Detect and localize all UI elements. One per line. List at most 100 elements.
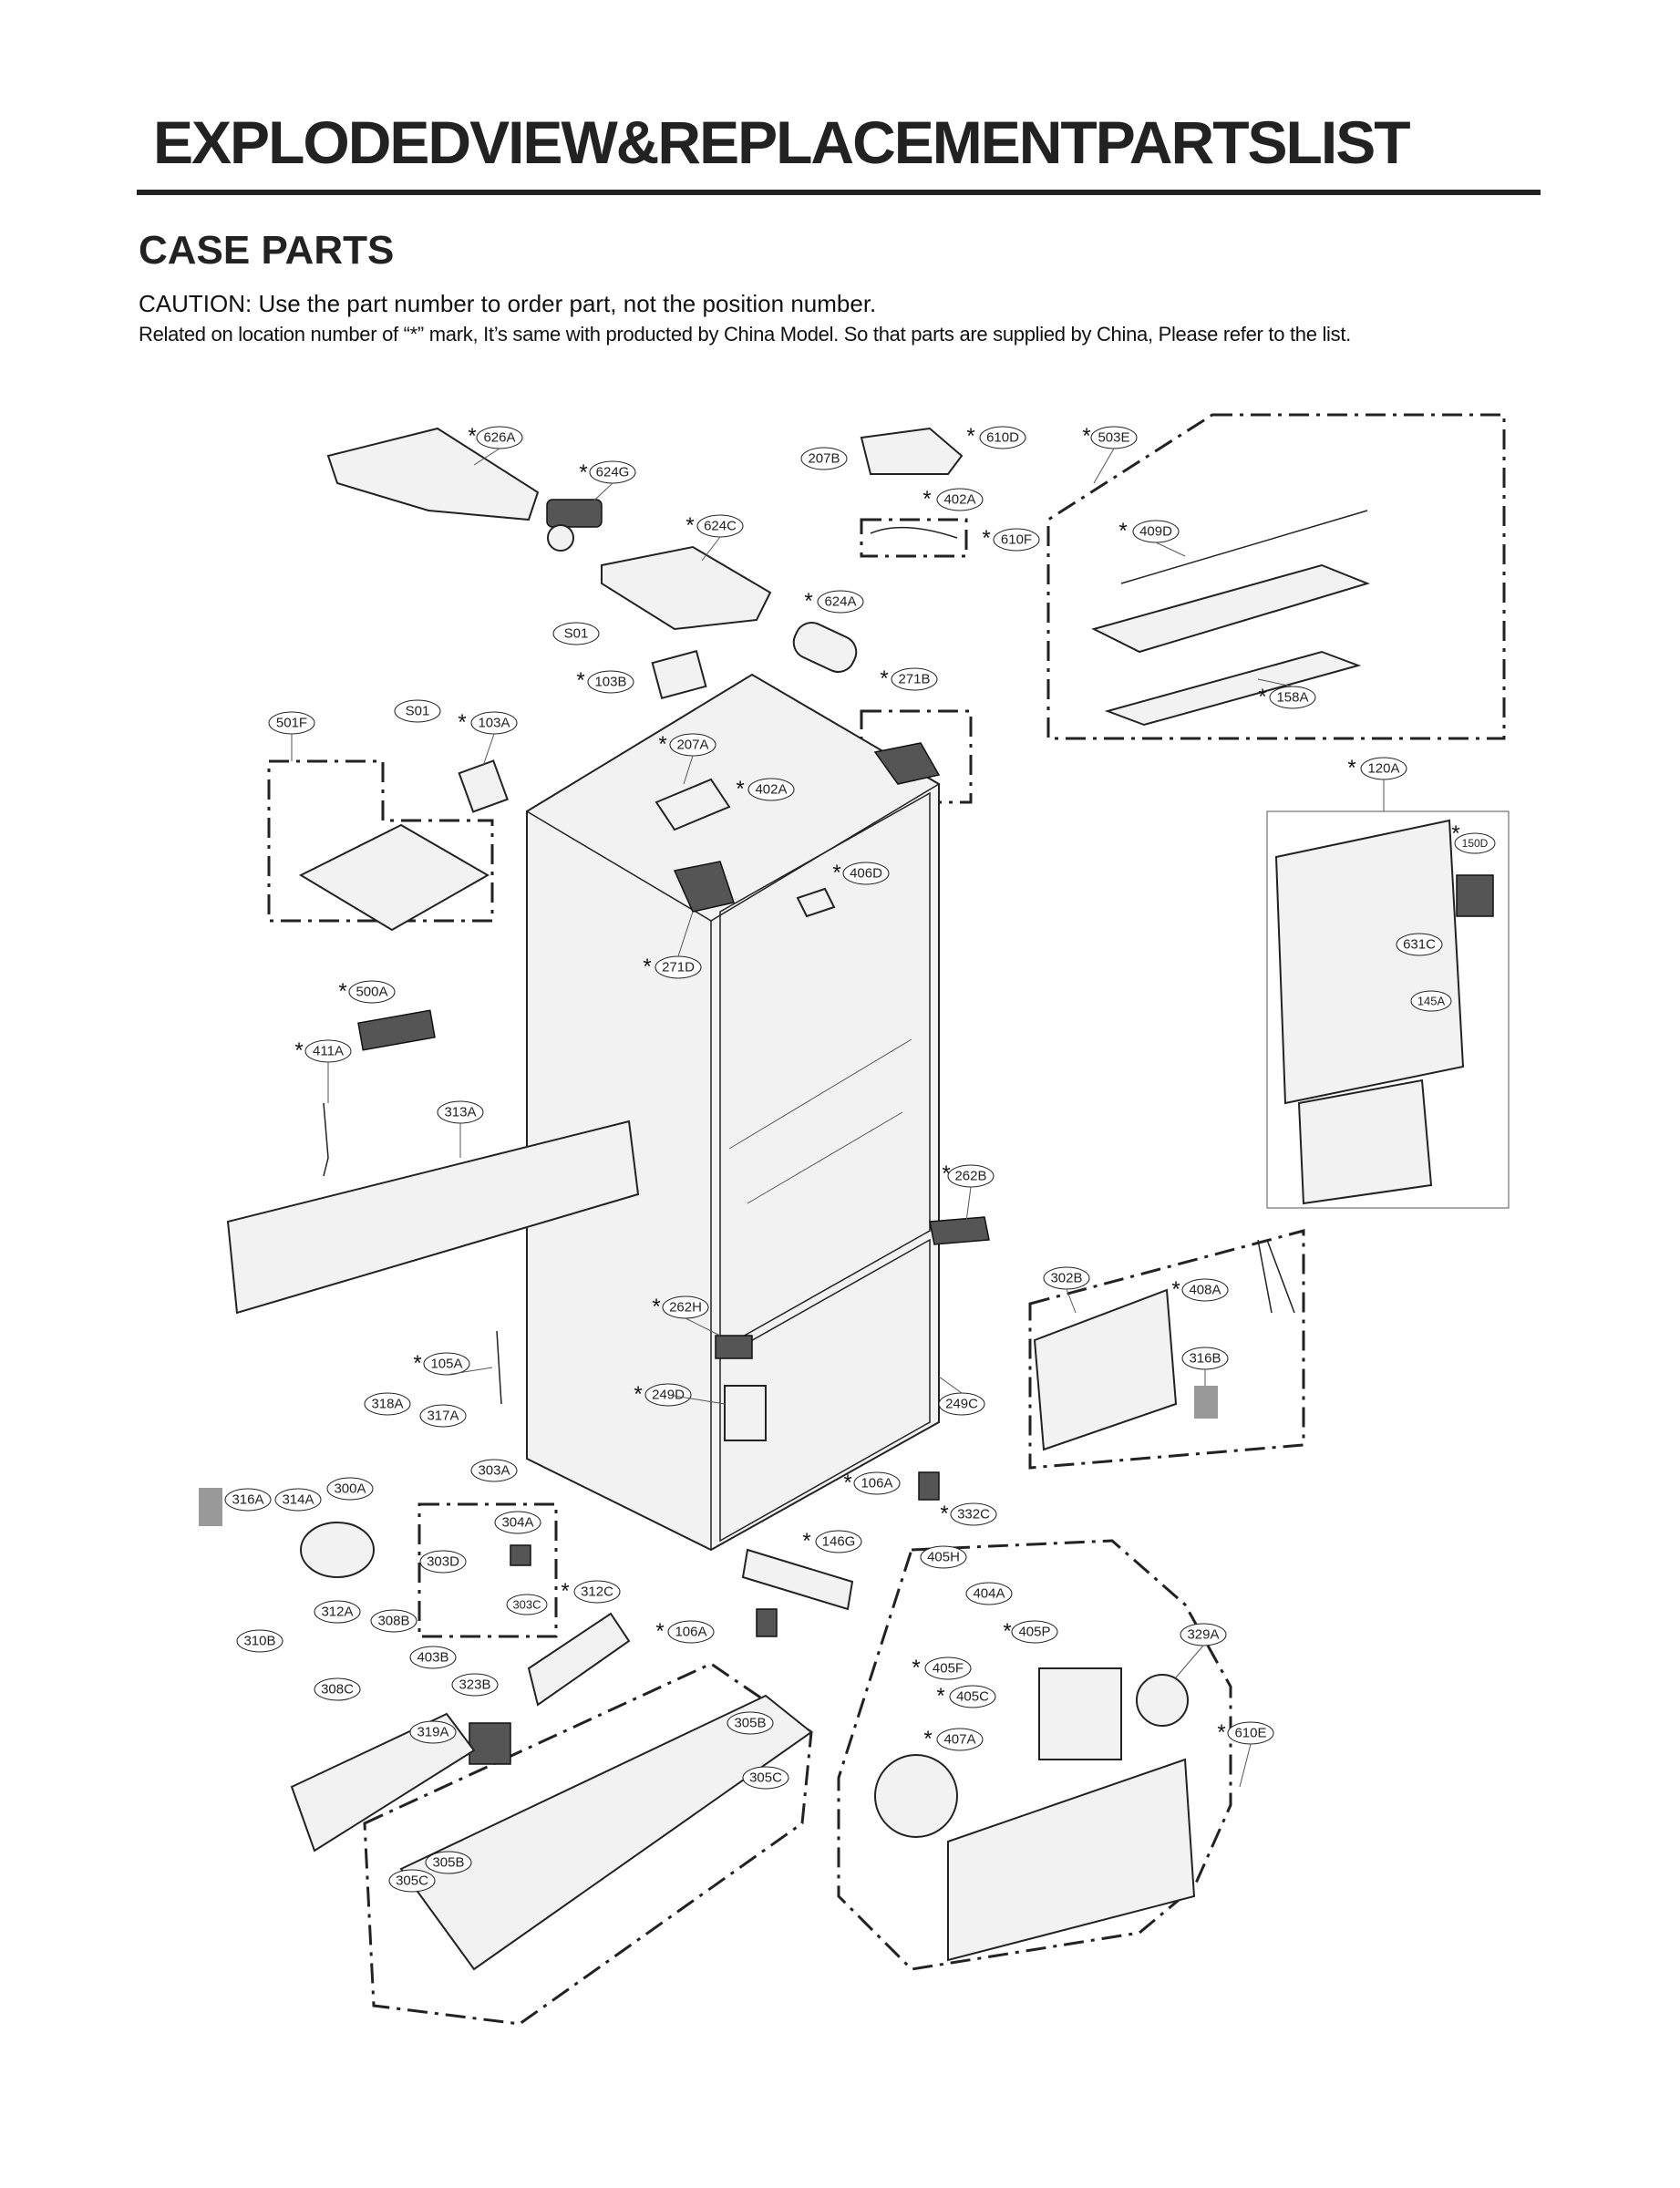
svg-text:*: *: [923, 1727, 932, 1751]
leader-lines: [291, 448, 1385, 1788]
part-319A: [290, 1712, 476, 1853]
group-120A-box: [1266, 810, 1510, 1209]
svg-text:610F: 610F: [1001, 532, 1032, 548]
svg-text:402A: 402A: [755, 782, 787, 798]
part-624C: [601, 545, 772, 631]
svg-text:405P: 405P: [1018, 1625, 1050, 1640]
callout-624A: *624A: [804, 589, 864, 614]
callout-145A: 145A: [1410, 990, 1452, 1012]
svg-text:207A: 207A: [676, 738, 708, 753]
svg-text:402A: 402A: [943, 492, 975, 508]
svg-text:145A: 145A: [1417, 995, 1446, 1008]
callout-103A: *103A: [458, 710, 518, 735]
part-626A: [326, 427, 540, 521]
callout-271B: *271B: [880, 666, 938, 691]
part-405H-shroud: [1038, 1667, 1122, 1760]
callout-103B: *103B: [576, 668, 634, 694]
callout-407A: * 407A: [923, 1727, 984, 1751]
svg-text:249C: 249C: [945, 1397, 978, 1412]
svg-text:308C: 308C: [321, 1682, 354, 1698]
svg-text:303A: 303A: [478, 1463, 510, 1479]
callout-316B: 316B: [1181, 1347, 1229, 1370]
svg-text:262B: 262B: [954, 1169, 986, 1184]
part-501F: [298, 823, 490, 932]
svg-text:*: *: [685, 513, 694, 538]
callout-610E: *610E: [1217, 1720, 1274, 1745]
svg-text:305B: 305B: [734, 1716, 766, 1731]
svg-text:407A: 407A: [943, 1732, 975, 1748]
callout-411A: *411A: [294, 1038, 352, 1063]
part-316A-swatch: [199, 1488, 222, 1526]
callout-314A: 314A: [274, 1488, 322, 1512]
svg-text:*: *: [736, 777, 744, 801]
page-title: EXPLODEDVIEW&REPLACEMENTPARTSLIST: [153, 108, 1411, 176]
svg-text:*: *: [966, 424, 974, 449]
svg-text:304A: 304A: [501, 1515, 533, 1531]
part-145A: [1297, 1079, 1433, 1205]
part-106A-lower: [756, 1608, 778, 1637]
svg-text:146G: 146G: [822, 1534, 856, 1550]
callout-150D: *150D: [1451, 821, 1496, 854]
svg-text:631C: 631C: [1403, 937, 1436, 953]
svg-text:150D: 150D: [1462, 837, 1489, 850]
svg-text:411A: 411A: [313, 1044, 344, 1059]
part-262B: [929, 1216, 990, 1245]
callout-406D: *406D: [832, 861, 890, 885]
callout-624C: *624C: [685, 513, 744, 538]
callout-624G: *624G: [579, 460, 636, 485]
svg-text:308B: 308B: [377, 1614, 409, 1629]
svg-text:405H: 405H: [927, 1550, 960, 1565]
callout-146G: *146G: [802, 1529, 862, 1553]
callout-332C: *332C: [940, 1502, 997, 1526]
callout-318A: 318A: [364, 1392, 411, 1416]
svg-text:120A: 120A: [1367, 761, 1399, 777]
svg-text:*: *: [942, 1161, 950, 1186]
part-503E-cover: [1091, 563, 1371, 654]
part-323B: [469, 1722, 511, 1765]
svg-text:*: *: [655, 1619, 664, 1644]
callout-402A-mid: * 402A: [736, 777, 795, 801]
svg-text:271D: 271D: [662, 960, 695, 975]
part-610F: [870, 526, 958, 539]
svg-text:*: *: [468, 424, 476, 449]
callout-302B: 302B: [1043, 1266, 1090, 1290]
part-base-plate: [399, 1694, 813, 1971]
svg-text:*: *: [880, 666, 888, 691]
svg-text:314A: 314A: [282, 1492, 314, 1508]
svg-text:*: *: [843, 1471, 851, 1495]
part-313A: [226, 1120, 640, 1315]
callout-405H: 405H: [920, 1545, 967, 1569]
callout-310B: 310B: [236, 1629, 283, 1653]
svg-text:*: *: [922, 487, 931, 511]
svg-text:158A: 158A: [1276, 690, 1308, 706]
callout-303A: 303A: [470, 1459, 518, 1482]
callout-313A: 313A: [437, 1100, 484, 1124]
callout-317A: 317A: [419, 1404, 467, 1428]
svg-text:207B: 207B: [808, 451, 840, 467]
callout-323B: 323B: [451, 1673, 499, 1697]
part-329A: [1136, 1674, 1189, 1727]
svg-text:106A: 106A: [675, 1625, 706, 1640]
callout-631C: 631C: [1396, 933, 1443, 956]
svg-text:316A: 316A: [232, 1492, 263, 1508]
svg-text:408A: 408A: [1189, 1283, 1221, 1298]
svg-text:262H: 262H: [669, 1300, 702, 1316]
svg-text:S01: S01: [564, 626, 589, 642]
part-207A: [654, 778, 731, 831]
svg-text:405C: 405C: [956, 1689, 989, 1705]
svg-text:*: *: [652, 1295, 660, 1319]
svg-text:318A: 318A: [371, 1397, 403, 1412]
svg-text:105A: 105A: [430, 1357, 462, 1372]
callout-120A: *120A: [1347, 756, 1407, 780]
svg-text:300A: 300A: [334, 1481, 366, 1497]
callout-329A: 329A: [1180, 1623, 1227, 1646]
svg-text:*: *: [458, 710, 466, 735]
svg-text:406D: 406D: [850, 866, 882, 882]
svg-text:*: *: [561, 1579, 569, 1604]
svg-text:*: *: [1217, 1720, 1225, 1745]
callout-304A: 304A: [494, 1511, 541, 1534]
svg-text:*: *: [1171, 1277, 1180, 1302]
part-front-grille: [947, 1758, 1196, 1962]
part-624A: [792, 622, 858, 673]
svg-text:*: *: [1003, 1619, 1011, 1644]
